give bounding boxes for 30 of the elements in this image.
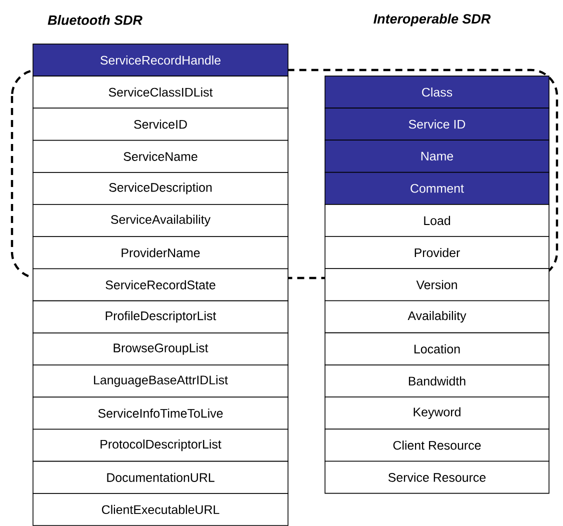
table-cell: Keyword: [324, 396, 550, 430]
table-cell: ProtocolDescriptorList: [32, 428, 288, 462]
table-cell: Service ID: [324, 108, 550, 141]
table-cell: ServiceClassIDList: [32, 76, 288, 109]
table-cell: Bandwidth: [324, 364, 550, 398]
table-cell: ServiceName: [32, 140, 288, 173]
table-cell: Service Resource: [324, 460, 550, 494]
table-cell: LanguageBaseAttrIDList: [32, 364, 288, 398]
table-cell: ClientExecutableURL: [32, 493, 288, 526]
column-heading: Interoperable SDR: [374, 14, 491, 26]
table-cell: Comment: [324, 172, 550, 205]
column-heading: Bluetooth SDR: [48, 15, 142, 25]
table-cell: ServiceRecordHandle: [32, 44, 288, 77]
table-cell: ProfileDescriptorList: [32, 300, 288, 334]
table-cell: Client Resource: [324, 428, 550, 462]
table-cell: DocumentationURL: [32, 460, 288, 494]
table-cell: Availability: [324, 300, 550, 334]
table-cell: Name: [324, 140, 550, 173]
table-cell: ServiceAvailability: [32, 204, 288, 238]
table-cell: Provider: [324, 236, 550, 270]
table-cell: ServiceID: [32, 108, 288, 141]
table-cell: ServiceInfoTimeToLive: [32, 396, 288, 430]
table-cell: Class: [324, 76, 550, 109]
table-cell: ServiceDescription: [32, 172, 288, 205]
table-cell: BrowseGroupList: [32, 332, 288, 366]
table-cell: Load: [324, 204, 550, 237]
table-cell: Version: [324, 268, 550, 302]
table-cell: ProviderName: [32, 236, 288, 270]
table-cell: Location: [324, 332, 550, 366]
table-cell: ServiceRecordState: [32, 268, 288, 302]
